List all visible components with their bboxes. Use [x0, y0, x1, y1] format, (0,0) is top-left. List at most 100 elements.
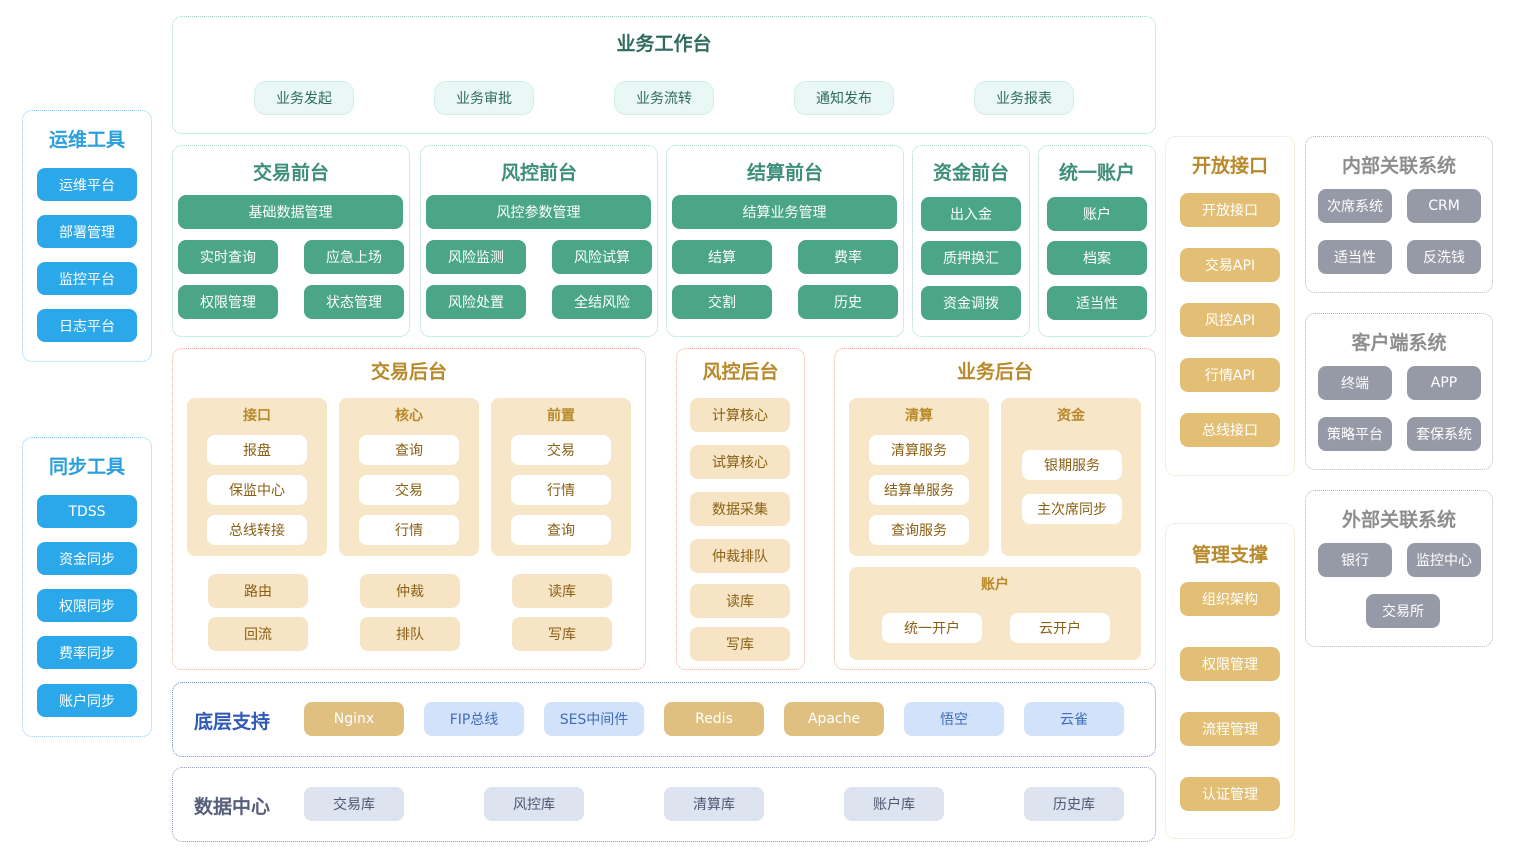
internal-item-suitability[interactable]: 适当性	[1318, 240, 1392, 274]
risk-back-calc-core[interactable]: 计算核心	[690, 398, 790, 432]
settle-front-delivery[interactable]: 交割	[672, 285, 772, 319]
settle-front-settle[interactable]: 结算	[672, 240, 772, 274]
infra-item-wukong[interactable]: 悟空	[904, 702, 1004, 736]
account-front-account[interactable]: 账户	[1047, 197, 1147, 231]
account-front-archive[interactable]: 档案	[1047, 241, 1147, 275]
open-api-item-open[interactable]: 开放接口	[1180, 193, 1280, 227]
external-item-exchange[interactable]: 交易所	[1366, 594, 1440, 628]
trade-back-core-market[interactable]: 行情	[359, 515, 459, 545]
infra-item-yunque[interactable]: 云雀	[1024, 702, 1124, 736]
risk-front-monitor[interactable]: 风险监测	[426, 240, 526, 274]
ops-item-platform[interactable]: 运维平台	[37, 168, 137, 201]
client-panel	[1305, 313, 1493, 470]
trade-front-status[interactable]: 状态管理	[304, 285, 404, 319]
sync-item-account[interactable]: 账户同步	[37, 684, 137, 717]
trade-front-permission[interactable]: 权限管理	[178, 285, 278, 319]
ops-item-monitor[interactable]: 监控平台	[37, 262, 137, 295]
risk-front-params[interactable]: 风控参数管理	[426, 195, 651, 229]
sync-item-permission[interactable]: 权限同步	[37, 589, 137, 622]
biz-back-seat-sync[interactable]: 主次席同步	[1022, 494, 1122, 524]
workbench-title: 业务工作台	[616, 32, 712, 55]
mgmt-item-auth[interactable]: 认证管理	[1180, 777, 1280, 811]
biz-back-statement-service[interactable]: 结算单服务	[869, 475, 969, 505]
client-item-hedge[interactable]: 套保系统	[1407, 417, 1481, 451]
trade-back-arbitrate[interactable]: 仲裁	[360, 574, 460, 608]
risk-back-trial-core[interactable]: 试算核心	[690, 445, 790, 479]
trade-back-reflow[interactable]: 回流	[208, 617, 308, 651]
open-api-item-risk[interactable]: 风控API	[1180, 303, 1280, 337]
biz-back-query-service[interactable]: 查询服务	[869, 515, 969, 545]
sync-item-tdss[interactable]: TDSS	[37, 495, 137, 528]
datacenter-item-trade-db[interactable]: 交易库	[304, 787, 404, 821]
trade-front-emergency[interactable]: 应急上场	[304, 240, 404, 274]
risk-back-write-db[interactable]: 写库	[690, 627, 790, 661]
open-api-item-bus[interactable]: 总线接口	[1180, 413, 1280, 447]
risk-back-arbitrate-queue[interactable]: 仲裁排队	[690, 539, 790, 573]
internal-item-crm[interactable]: CRM	[1407, 189, 1481, 223]
mgmt-item-org[interactable]: 组织架构	[1180, 582, 1280, 616]
settle-front-rate[interactable]: 费率	[798, 240, 898, 274]
client-item-app[interactable]: APP	[1407, 366, 1481, 400]
risk-front-trial[interactable]: 风险试算	[552, 240, 652, 274]
datacenter-item-account-db[interactable]: 账户库	[844, 787, 944, 821]
open-api-item-trade[interactable]: 交易API	[1180, 248, 1280, 282]
workbench-item-flow[interactable]: 业务流转	[614, 81, 714, 115]
open-api-item-market[interactable]: 行情API	[1180, 358, 1280, 392]
trade-back-core-query[interactable]: 查询	[359, 435, 459, 465]
workbench-item-notice[interactable]: 通知发布	[794, 81, 894, 115]
external-item-monitor[interactable]: 监控中心	[1407, 543, 1481, 577]
trade-back-front-market[interactable]: 行情	[511, 475, 611, 505]
infra-item-apache[interactable]: Apache	[784, 702, 884, 736]
workbench-item-initiate[interactable]: 业务发起	[254, 81, 354, 115]
trade-back-bus[interactable]: 总线转接	[207, 515, 307, 545]
risk-front-full[interactable]: 全结风险	[552, 285, 652, 319]
datacenter-item-clearing-db[interactable]: 清算库	[664, 787, 764, 821]
settle-front-manage[interactable]: 结算业务管理	[672, 195, 897, 229]
biz-back-clearing-service[interactable]: 清算服务	[869, 435, 969, 465]
infra-item-redis[interactable]: Redis	[664, 702, 764, 736]
trade-front-realtime-query[interactable]: 实时查询	[178, 240, 278, 274]
internal-item-seat[interactable]: 次席系统	[1318, 189, 1392, 223]
account-front-suitability[interactable]: 适当性	[1047, 286, 1147, 320]
settle-front-history[interactable]: 历史	[798, 285, 898, 319]
trade-front-basic-data[interactable]: 基础数据管理	[178, 195, 403, 229]
trade-back-front-trade[interactable]: 交易	[511, 435, 611, 465]
infra-item-ses[interactable]: SES中间件	[544, 702, 644, 736]
workbench-item-report[interactable]: 业务报表	[974, 81, 1074, 115]
risk-back-title: 风控后台	[702, 360, 779, 383]
workbench-item-approve[interactable]: 业务审批	[434, 81, 534, 115]
datacenter-item-history-db[interactable]: 历史库	[1024, 787, 1124, 821]
trade-back-read-db[interactable]: 读库	[512, 574, 612, 608]
trade-back-title: 交易后台	[370, 360, 447, 383]
trade-back-route[interactable]: 路由	[208, 574, 308, 608]
trade-back-front-query[interactable]: 查询	[511, 515, 611, 545]
infra-item-nginx[interactable]: Nginx	[304, 702, 404, 736]
client-item-strategy[interactable]: 策略平台	[1318, 417, 1392, 451]
fund-front-transfer[interactable]: 资金调拨	[921, 286, 1021, 320]
client-item-terminal[interactable]: 终端	[1318, 366, 1392, 400]
trade-back-insurance[interactable]: 保监中心	[207, 475, 307, 505]
mgmt-item-permission[interactable]: 权限管理	[1180, 647, 1280, 681]
fund-front-pledge[interactable]: 质押换汇	[921, 241, 1021, 275]
biz-back-bank-futures[interactable]: 银期服务	[1022, 450, 1122, 480]
sync-item-rate[interactable]: 费率同步	[37, 636, 137, 669]
risk-front-dispose[interactable]: 风险处置	[426, 285, 526, 319]
trade-back-core-trade[interactable]: 交易	[359, 475, 459, 505]
ops-item-log[interactable]: 日志平台	[37, 309, 137, 342]
biz-back-panel	[834, 348, 1156, 670]
infra-item-fip[interactable]: FIP总线	[424, 702, 524, 736]
risk-back-read-db[interactable]: 读库	[690, 584, 790, 618]
internal-item-aml[interactable]: 反洗钱	[1407, 240, 1481, 274]
sync-item-fund[interactable]: 资金同步	[37, 542, 137, 575]
trade-back-queue[interactable]: 排队	[360, 617, 460, 651]
trade-back-write-db[interactable]: 写库	[512, 617, 612, 651]
risk-back-collect[interactable]: 数据采集	[690, 492, 790, 526]
biz-back-cloud-open[interactable]: 云开户	[1010, 613, 1110, 643]
mgmt-item-process[interactable]: 流程管理	[1180, 712, 1280, 746]
trade-back-report[interactable]: 报盘	[207, 435, 307, 465]
fund-front-inout[interactable]: 出入金	[921, 197, 1021, 231]
datacenter-item-risk-db[interactable]: 风控库	[484, 787, 584, 821]
ops-item-deploy[interactable]: 部署管理	[37, 215, 137, 248]
external-item-bank[interactable]: 银行	[1318, 543, 1392, 577]
biz-back-unified-open[interactable]: 统一开户	[882, 613, 982, 643]
